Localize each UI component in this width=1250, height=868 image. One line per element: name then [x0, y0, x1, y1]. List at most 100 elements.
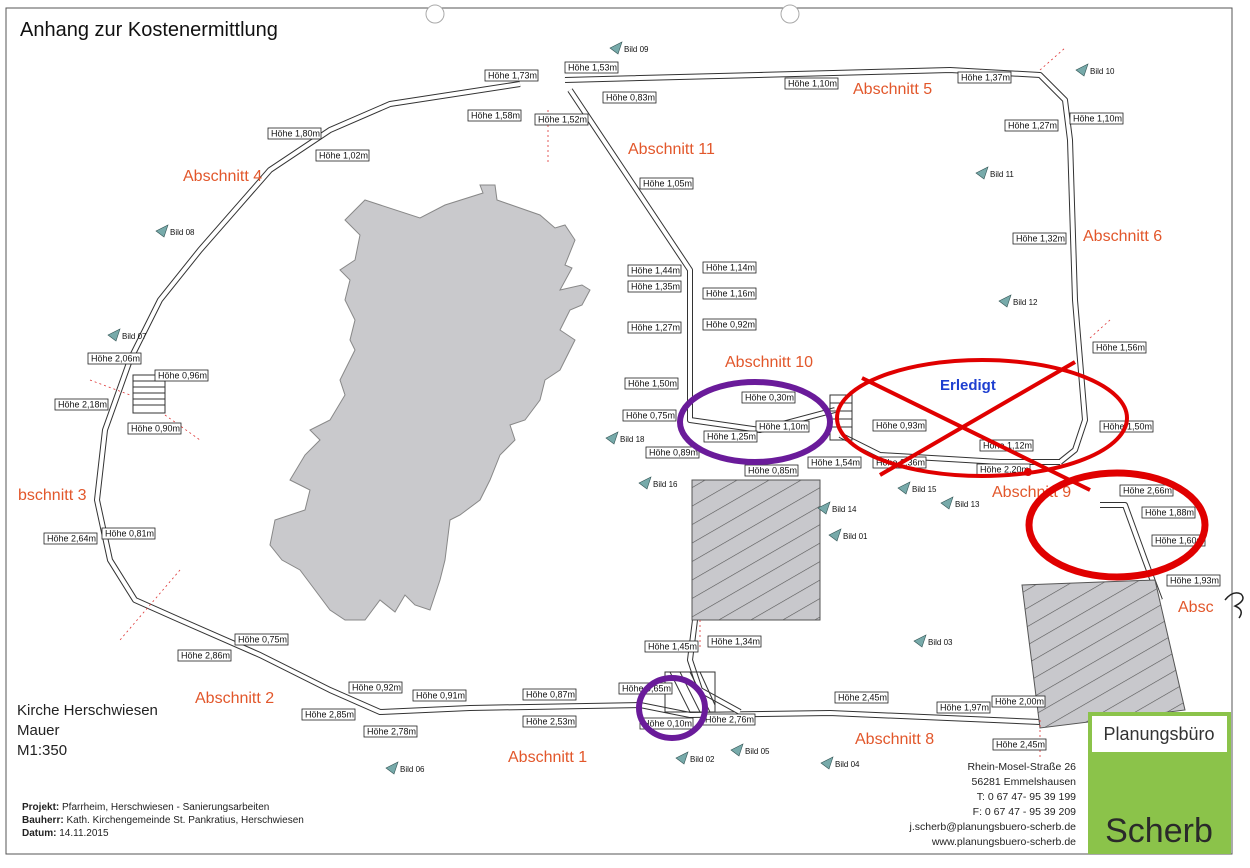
svg-text:Höhe 0,93m: Höhe 0,93m — [876, 421, 925, 431]
svg-text:Bild 09: Bild 09 — [624, 45, 649, 54]
height-label: Höhe 1,34m — [707, 635, 762, 648]
photo-marker: Bild 11 — [975, 166, 1014, 180]
height-label: Höhe 1,16m — [702, 287, 757, 300]
svg-text:Höhe 0,83m: Höhe 0,83m — [606, 93, 655, 103]
height-label: Höhe 2,78m — [363, 725, 418, 738]
height-label: Höhe 0,90m — [127, 422, 182, 435]
height-label: Höhe 2,06m — [87, 352, 142, 365]
address-line: www.planungsbuero-scherb.de — [931, 836, 1076, 848]
purple-ellipse — [677, 379, 833, 465]
svg-text:Bild 02: Bild 02 — [690, 755, 715, 764]
section-label-a8: Abschnitt 8 — [855, 731, 934, 748]
height-label: Höhe 1,37m — [957, 71, 1012, 84]
svg-text:Bild 15: Bild 15 — [912, 485, 937, 494]
church-building — [269, 184, 591, 621]
svg-text:Höhe 1,34m: Höhe 1,34m — [711, 637, 760, 647]
svg-text:Bild 03: Bild 03 — [928, 638, 953, 647]
svg-text:Höhe 0,92m: Höhe 0,92m — [706, 320, 755, 330]
church-name: Kirche Herschwiesen — [17, 702, 158, 719]
photo-marker: Bild 10 — [1075, 63, 1115, 77]
svg-text:Höhe 1,27m: Höhe 1,27m — [631, 323, 680, 333]
height-label: Höhe 0,30m — [741, 391, 796, 404]
height-label: Höhe 0,92m — [702, 318, 757, 331]
svg-text:Höhe 2,00m: Höhe 2,00m — [995, 697, 1044, 707]
svg-text:Höhe 1,53m: Höhe 1,53m — [568, 63, 617, 73]
camera-direction-icon — [828, 528, 842, 542]
camera-direction-icon — [605, 431, 619, 445]
svg-text:Bild 11: Bild 11 — [990, 170, 1014, 179]
photo-marker: Bild 07 — [107, 328, 147, 342]
photo-marker: Bild 13 — [940, 496, 980, 510]
camera-direction-icon — [975, 166, 989, 180]
camera-direction-icon — [913, 634, 927, 648]
svg-text:Bild 05: Bild 05 — [745, 747, 770, 756]
svg-text:Höhe 2,06m: Höhe 2,06m — [91, 354, 140, 364]
svg-text:Höhe 0,96m: Höhe 0,96m — [158, 371, 207, 381]
height-label: Höhe 1,25m — [703, 430, 758, 443]
logo-text-bottom: Scherb — [1105, 812, 1213, 850]
height-label: Höhe 1,14m — [702, 261, 757, 274]
svg-text:Höhe 1,10m: Höhe 1,10m — [1073, 114, 1122, 124]
logo-text-top: Planungsbüro — [1103, 724, 1214, 744]
red-ellipse-done — [835, 358, 1129, 478]
height-label: Höhe 2,85m — [301, 708, 356, 721]
photo-marker: Bild 16 — [638, 476, 678, 490]
svg-text:Höhe 0,75m: Höhe 0,75m — [238, 635, 287, 645]
svg-text:Höhe 0,85m: Höhe 0,85m — [748, 466, 797, 476]
svg-text:Höhe 1,14m: Höhe 1,14m — [706, 263, 755, 273]
svg-text:Höhe 1,88m: Höhe 1,88m — [1145, 508, 1194, 518]
svg-text:Bild 13: Bild 13 — [955, 500, 980, 509]
height-label: Höhe 1,54m — [807, 456, 862, 469]
height-label: Höhe 0,10m — [639, 717, 694, 730]
height-label: Höhe 1,88m — [1141, 506, 1196, 519]
handwritten-mark — [1224, 592, 1244, 619]
height-label: Höhe 1,93m — [1166, 574, 1221, 587]
reference-lines — [89, 47, 1111, 760]
svg-text:Höhe 0,92m: Höhe 0,92m — [352, 683, 401, 693]
photo-marker: Bild 03 — [913, 634, 953, 648]
svg-text:Höhe 1,37m: Höhe 1,37m — [961, 73, 1010, 83]
svg-text:Höhe 1,80m: Höhe 1,80m — [271, 129, 320, 139]
client-line: Bauherr: Kath. Kirchengemeinde St. Pankr… — [22, 815, 304, 826]
date-line: Datum: 14.11.2015 — [22, 828, 109, 839]
svg-text:Höhe 1,05m: Höhe 1,05m — [643, 179, 692, 189]
section-label-a6: Abschnitt 6 — [1083, 228, 1162, 245]
height-label: Höhe 2,66m — [1119, 484, 1174, 497]
camera-direction-icon — [730, 743, 744, 757]
photo-marker: Bild 01 — [828, 528, 868, 542]
svg-text:Höhe 2,76m: Höhe 2,76m — [705, 715, 754, 725]
svg-text:Höhe 0,81m: Höhe 0,81m — [105, 529, 154, 539]
section-label-a5: Abschnitt 5 — [853, 81, 932, 98]
photo-marker: Bild 14 — [817, 501, 857, 515]
height-label: Höhe 0,85m — [744, 464, 799, 477]
camera-direction-icon — [940, 496, 954, 510]
camera-direction-icon — [155, 224, 169, 238]
object-name: Mauer — [17, 722, 60, 739]
photo-marker: Bild 12 — [998, 294, 1038, 308]
svg-text:Höhe 1,44m: Höhe 1,44m — [631, 266, 680, 276]
height-label: Höhe 0,75m — [234, 633, 289, 646]
svg-text:Bild 08: Bild 08 — [170, 228, 195, 237]
height-label: Höhe 0,92m — [348, 681, 403, 694]
scale-label: M1:350 — [17, 742, 67, 759]
svg-text:Höhe 1,52m: Höhe 1,52m — [538, 115, 587, 125]
section-label-a2: Abschnitt 2 — [195, 690, 274, 707]
height-label: Höhe 1,53m — [564, 61, 619, 74]
svg-text:Höhe 2,20m: Höhe 2,20m — [980, 465, 1029, 475]
svg-text:Höhe 0,87m: Höhe 0,87m — [526, 690, 575, 700]
svg-text:Höhe 2,18m: Höhe 2,18m — [58, 400, 107, 410]
height-label: Höhe 0,83m — [602, 91, 657, 104]
stairs — [132, 374, 853, 713]
height-label: Höhe 0,93m — [872, 419, 927, 432]
height-label: Höhe 2,76m — [701, 713, 756, 726]
photo-markers: Bild 09 Bild 10 Bild 11 Bild 08 Bild 12 Bild … — [107, 41, 1115, 775]
svg-text:Höhe 2,45m: Höhe 2,45m — [838, 693, 887, 703]
height-label: Höhe 0,89m — [645, 446, 700, 459]
svg-text:Höhe 2,53m: Höhe 2,53m — [526, 717, 575, 727]
svg-text:Bild 16: Bild 16 — [653, 480, 678, 489]
camera-direction-icon — [675, 751, 689, 765]
svg-text:Höhe 1,56m: Höhe 1,56m — [1096, 343, 1145, 353]
